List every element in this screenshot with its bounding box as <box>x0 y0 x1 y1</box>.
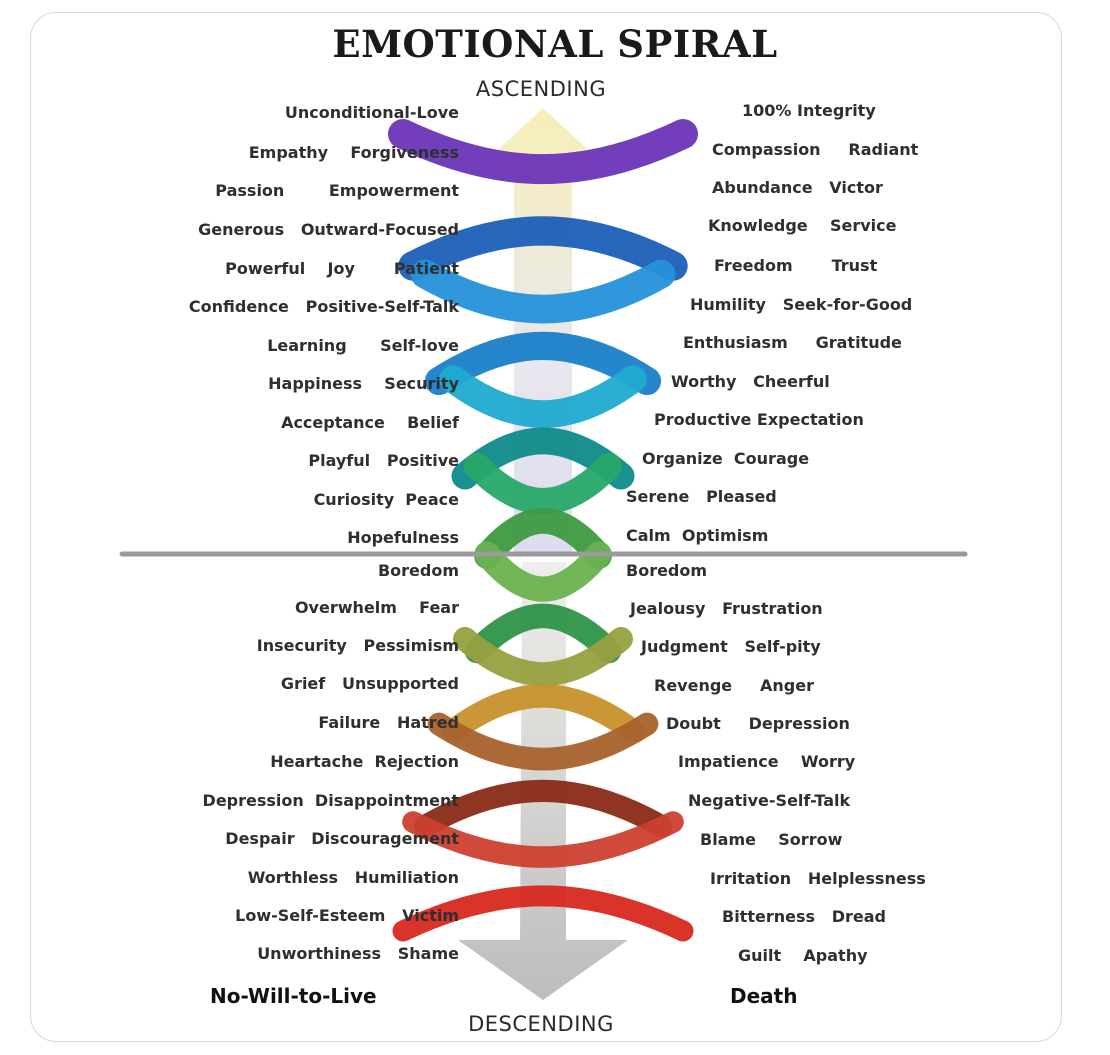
spiral-band <box>398 216 688 281</box>
spiral-band <box>474 508 612 569</box>
emotion-row: Doubt Depression <box>666 714 850 733</box>
spiral-band <box>474 541 612 602</box>
spiral-band <box>441 684 645 743</box>
emotion-row: Irritation Helplessness <box>710 869 926 888</box>
emotion-row: Worthy Cheerful <box>671 372 830 391</box>
emotion-row: Overwhelm Fear <box>294 598 459 617</box>
emotion-row: Knowledge Service <box>708 216 897 235</box>
emotion-row: 100% Integrity <box>742 101 876 120</box>
emotion-row: Calm Optimism <box>626 526 769 545</box>
emotion-row: Revenge Anger <box>654 676 814 695</box>
emotion-row: Unworthiness Shame <box>257 944 459 963</box>
spiral-band <box>424 331 662 396</box>
emotion-row: Worthless Humiliation <box>247 868 459 887</box>
poster-title: EMOTIONAL SPIRAL <box>332 22 778 66</box>
spiral-band <box>463 452 623 515</box>
emotion-row: Abundance Victor <box>712 178 883 197</box>
emotion-row: Heartache Rejection <box>270 752 459 771</box>
emotion-row: Despair Discouragement <box>225 829 459 848</box>
emotion-row: Freedom Trust <box>714 256 878 275</box>
emotion-row: Enthusiasm Gratitude <box>683 333 902 352</box>
emotion-row: Unconditional-Love <box>284 103 459 122</box>
ascending-label: ASCENDING <box>475 77 607 101</box>
emotion-row: Failure Hatred <box>318 713 459 732</box>
emotion-row: Insecurity Pessimism <box>256 636 459 655</box>
emotion-row: Happiness Security <box>268 374 459 393</box>
emotion-row: Curiosity Peace <box>313 490 459 509</box>
emotion-row: Bitterness Dread <box>722 907 886 926</box>
emotion-row: Learning Self-love <box>267 336 459 355</box>
spiral-band <box>427 712 659 771</box>
emotion-row: Jealousy Frustration <box>630 599 823 618</box>
emotion-row: Powerful Joy Patient <box>225 259 459 278</box>
emotion-row: Playful Positive <box>308 451 459 470</box>
spiral-band <box>402 811 684 868</box>
emotion-row: Passion Empowerment <box>215 181 459 200</box>
emotion-row: Boredom <box>626 561 708 580</box>
bottom-right-label: Death <box>730 984 798 1008</box>
emotion-row: Hopefulness <box>347 528 459 547</box>
spiral-band <box>453 627 633 687</box>
emotion-row: Serene Pleased <box>626 487 777 506</box>
emotion-row: Negative-Self-Talk <box>688 791 851 810</box>
emotion-row: Grief Unsupported <box>280 674 459 693</box>
spiral-band <box>464 603 622 664</box>
emotion-row: Empathy Forgiveness <box>248 143 459 162</box>
spiral-band <box>410 259 676 324</box>
emotion-row: Confidence Positive-Self-Talk <box>188 297 459 316</box>
emotion-row: Boredom <box>377 561 459 580</box>
emotion-row: Generous Outward-Focused <box>198 220 459 239</box>
emotion-row: Guilt Apathy <box>738 946 868 965</box>
emotion-row: Depression Disappointment <box>202 791 459 810</box>
spiral-bands <box>388 119 698 942</box>
descending-label: DESCENDING <box>468 1012 614 1036</box>
spiral-band <box>392 885 694 942</box>
spiral-band <box>388 119 698 185</box>
bottom-left-label: No-Will-to-Live <box>210 984 377 1008</box>
spiral-band <box>413 779 673 838</box>
emotion-row: Judgment Self-pity <box>641 637 821 656</box>
emotion-row: Compassion Radiant <box>712 140 919 159</box>
emotion-row: Low-Self-Esteem Victim <box>235 906 459 925</box>
emotion-row: Blame Sorrow <box>700 830 843 849</box>
spiral-band <box>439 365 647 428</box>
emotion-row: Acceptance Belief <box>281 413 459 432</box>
emotion-row: Productive Expectation <box>654 410 864 429</box>
emotion-row: Organize Courage <box>642 449 810 468</box>
emotion-row: Humility Seek-for-Good <box>690 295 913 314</box>
emotion-row: Impatience Worry <box>678 752 856 771</box>
